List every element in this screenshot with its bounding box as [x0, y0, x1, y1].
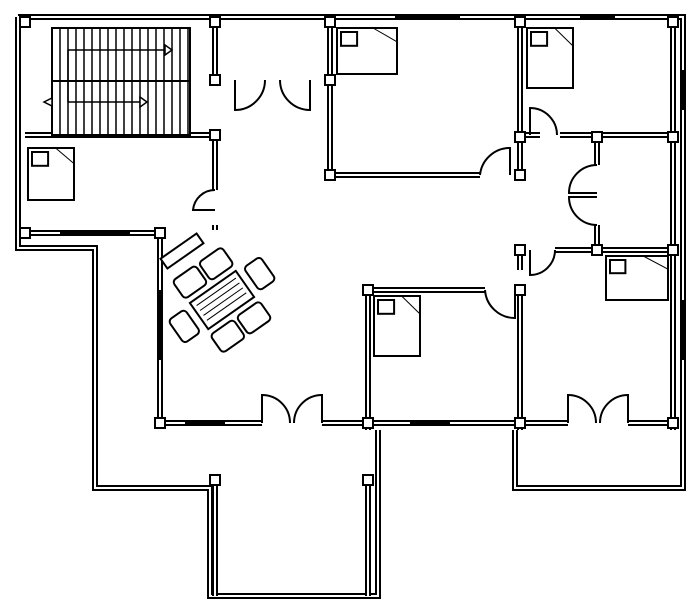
column: [514, 244, 526, 256]
beds: [27, 27, 669, 357]
door-swing: [567, 164, 598, 194]
wall-inner: [514, 430, 684, 489]
doors: [191, 79, 629, 424]
wall-inner: [17, 17, 379, 597]
column: [209, 16, 221, 28]
door-swing: [234, 79, 266, 112]
column: [154, 417, 166, 429]
dining-set: [168, 247, 276, 353]
sideboard: [159, 232, 205, 270]
column: [209, 129, 221, 141]
column: [154, 227, 166, 239]
door-swing: [529, 249, 556, 277]
column: [514, 169, 526, 181]
wall: [512, 430, 686, 491]
bed: [373, 295, 421, 357]
column: [362, 284, 374, 296]
bed: [27, 147, 75, 201]
column: [19, 227, 31, 239]
column: [514, 16, 526, 28]
column: [667, 244, 679, 256]
column: [667, 16, 679, 28]
door-swing: [529, 106, 558, 136]
pillow: [530, 31, 549, 47]
pillow: [609, 259, 627, 275]
column: [591, 131, 603, 143]
door-swing: [479, 146, 511, 176]
column: [209, 74, 221, 86]
bed: [526, 27, 574, 89]
column: [514, 131, 526, 143]
column: [209, 474, 221, 486]
door-swing: [191, 188, 216, 211]
stair-arrow-up: [67, 49, 165, 103]
column: [667, 417, 679, 429]
bed: [336, 27, 398, 75]
column: [324, 74, 336, 86]
door-swing: [261, 393, 291, 424]
column: [591, 244, 603, 256]
door-swing: [599, 393, 629, 424]
door-swing: [279, 79, 311, 112]
column: [362, 474, 374, 486]
wall-inner: [18, 16, 684, 430]
door-swing: [293, 393, 323, 424]
door-swing: [484, 289, 516, 320]
column: [324, 16, 336, 28]
column: [667, 131, 679, 143]
columns: [19, 16, 679, 486]
door-swing: [567, 196, 598, 226]
column: [362, 417, 374, 429]
column: [324, 169, 336, 181]
door-swing: [567, 393, 597, 424]
pillow: [377, 299, 396, 315]
pillow: [31, 151, 50, 167]
column: [19, 16, 31, 28]
bed: [605, 255, 669, 301]
staircase: [42, 27, 191, 136]
pillow: [340, 31, 359, 47]
column: [514, 284, 526, 296]
column: [514, 417, 526, 429]
